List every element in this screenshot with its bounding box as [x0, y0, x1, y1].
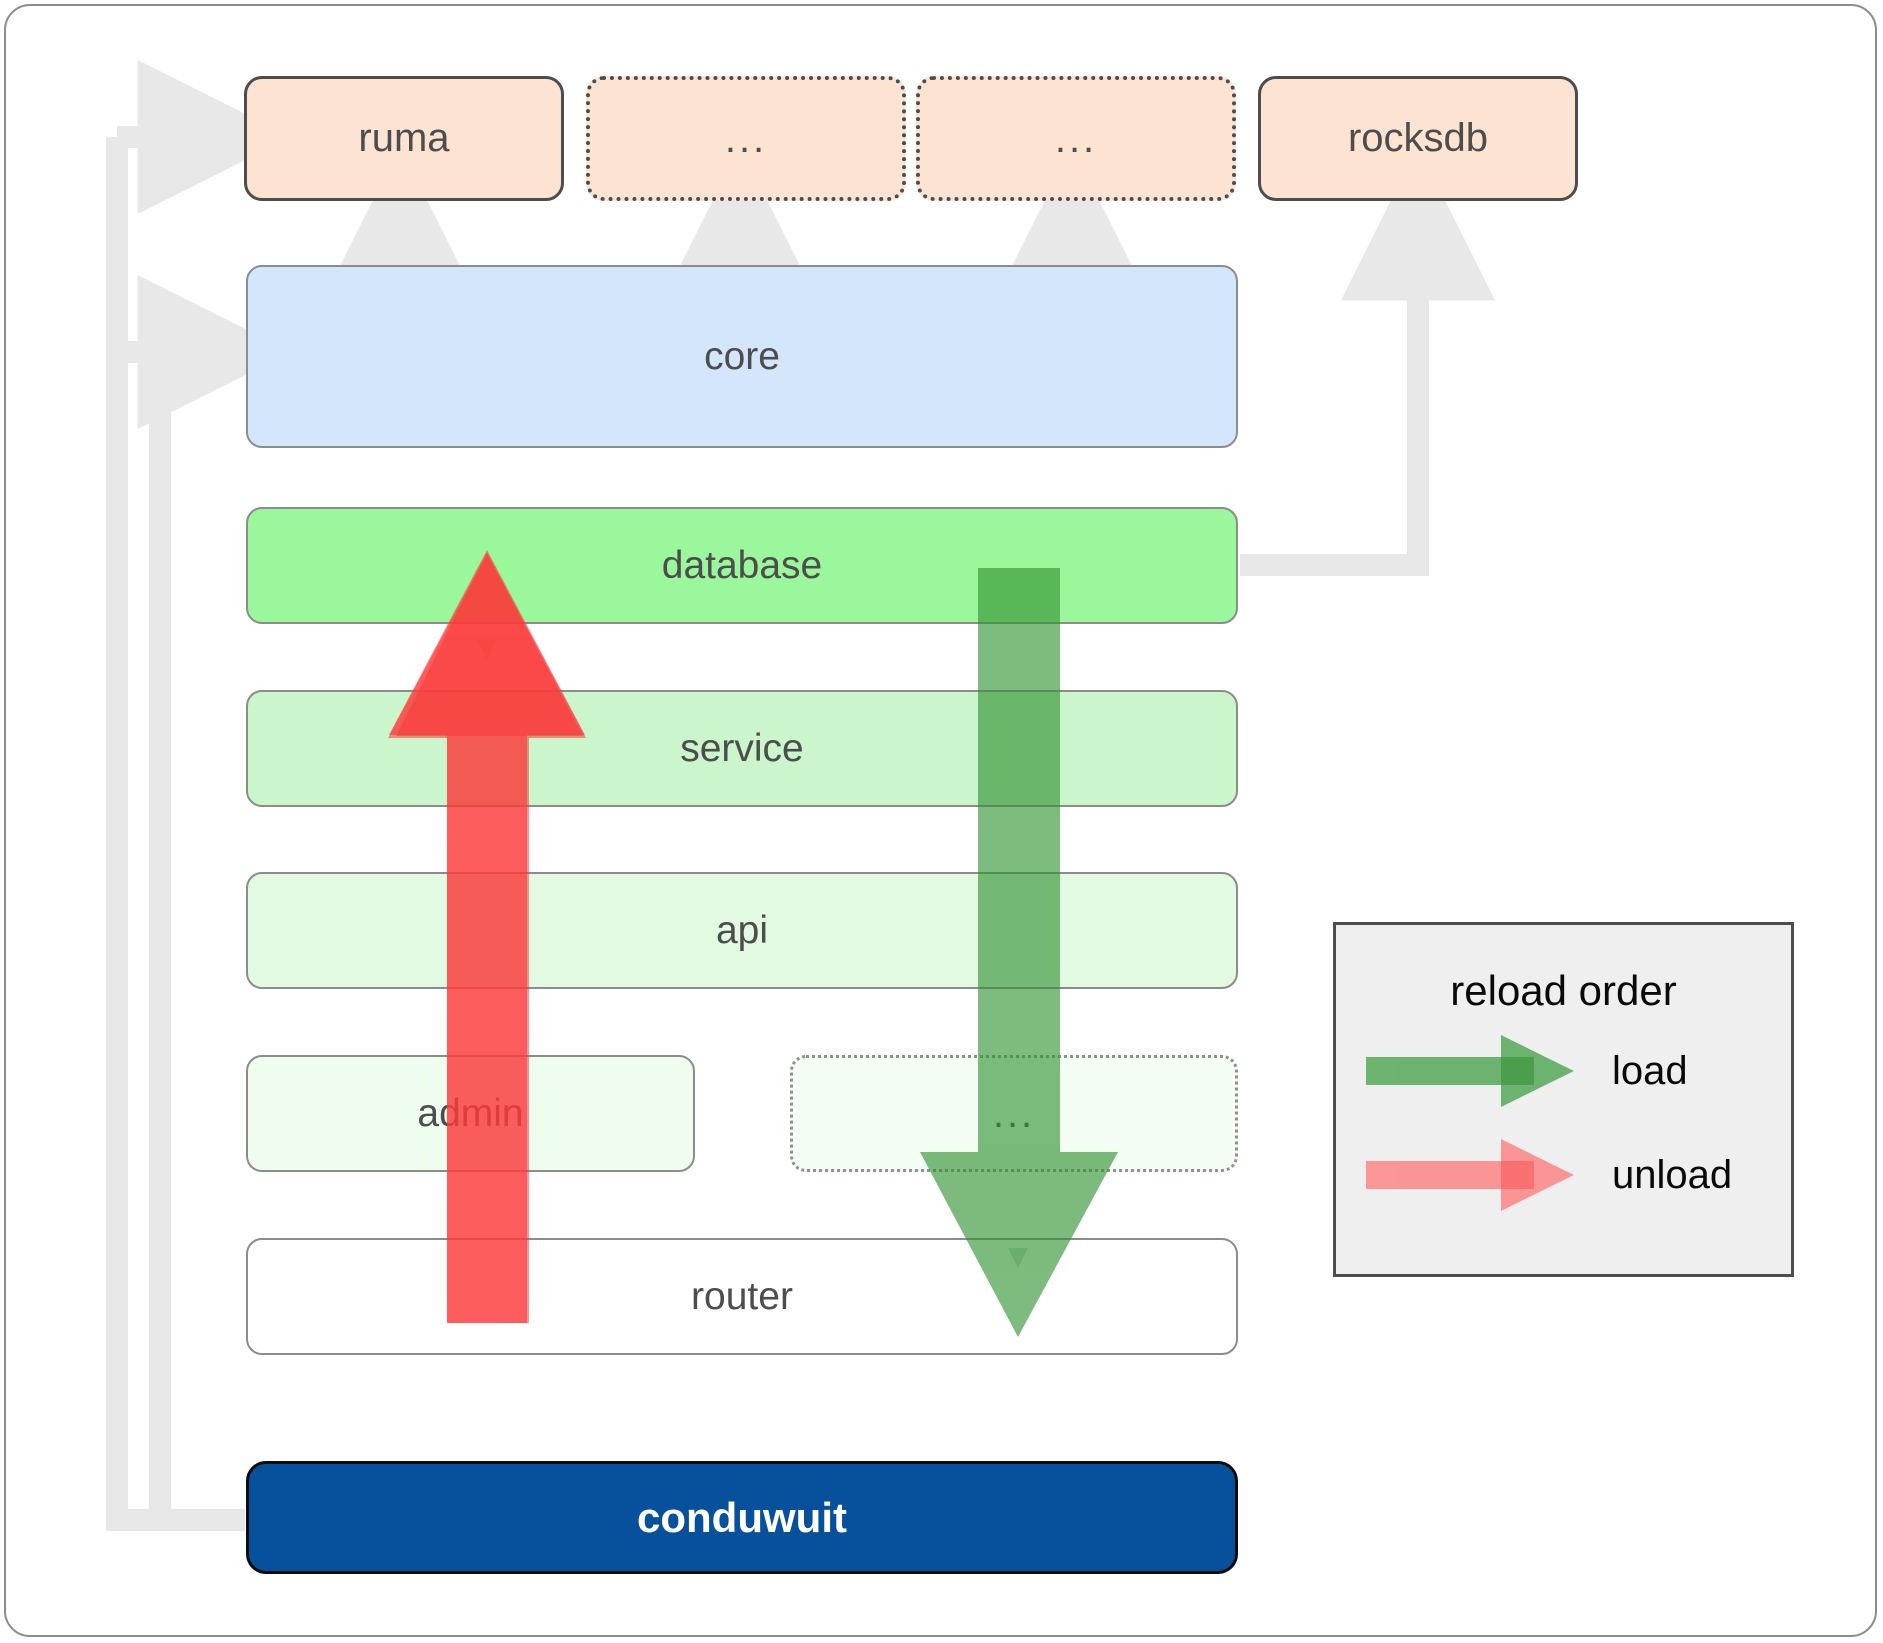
- legend-title: reload order: [1450, 967, 1677, 1014]
- layer-box-core[interactable]: core: [246, 265, 1238, 448]
- legend-arrows: [1366, 1035, 1574, 1211]
- layer-label: ...: [992, 1091, 1036, 1136]
- legend-label-load: load: [1612, 1049, 1688, 1093]
- layer-label: router: [691, 1274, 793, 1318]
- dependency-label: ruma: [358, 116, 450, 160]
- diagram-frame: [4, 4, 1877, 1637]
- layer-box-service[interactable]: service: [246, 690, 1238, 807]
- layer-box-ellipsis[interactable]: ...: [790, 1055, 1238, 1172]
- layer-box-admin[interactable]: admin: [246, 1055, 695, 1172]
- dependency-box-ellipsis-2[interactable]: ...: [916, 76, 1236, 201]
- legend-unload-arrow: [1366, 1139, 1574, 1211]
- layer-box-database[interactable]: database: [246, 507, 1238, 624]
- legend-label-unload: unload: [1612, 1153, 1733, 1197]
- dependency-box-ruma[interactable]: ruma: [244, 76, 564, 201]
- layer-box-api[interactable]: api: [246, 872, 1238, 989]
- layer-label: api: [715, 908, 769, 952]
- dependency-box-ellipsis-1[interactable]: ...: [586, 76, 906, 201]
- layer-label: service: [680, 726, 804, 770]
- dependency-label: ...: [1054, 116, 1098, 161]
- dependency-box-rocksdb[interactable]: rocksdb: [1258, 76, 1578, 201]
- layer-label: admin: [417, 1091, 524, 1135]
- dependency-label: rocksdb: [1347, 116, 1489, 160]
- root-box-conduwuit[interactable]: conduwuit: [246, 1461, 1238, 1574]
- root-label: conduwuit: [637, 1493, 847, 1541]
- legend-load-arrow: [1366, 1035, 1574, 1107]
- layer-label: core: [704, 334, 780, 378]
- dependency-label: ...: [724, 116, 768, 161]
- layer-box-router[interactable]: router: [246, 1238, 1238, 1355]
- layer-label: database: [661, 543, 823, 587]
- legend-panel: reload order load unload: [1333, 922, 1794, 1277]
